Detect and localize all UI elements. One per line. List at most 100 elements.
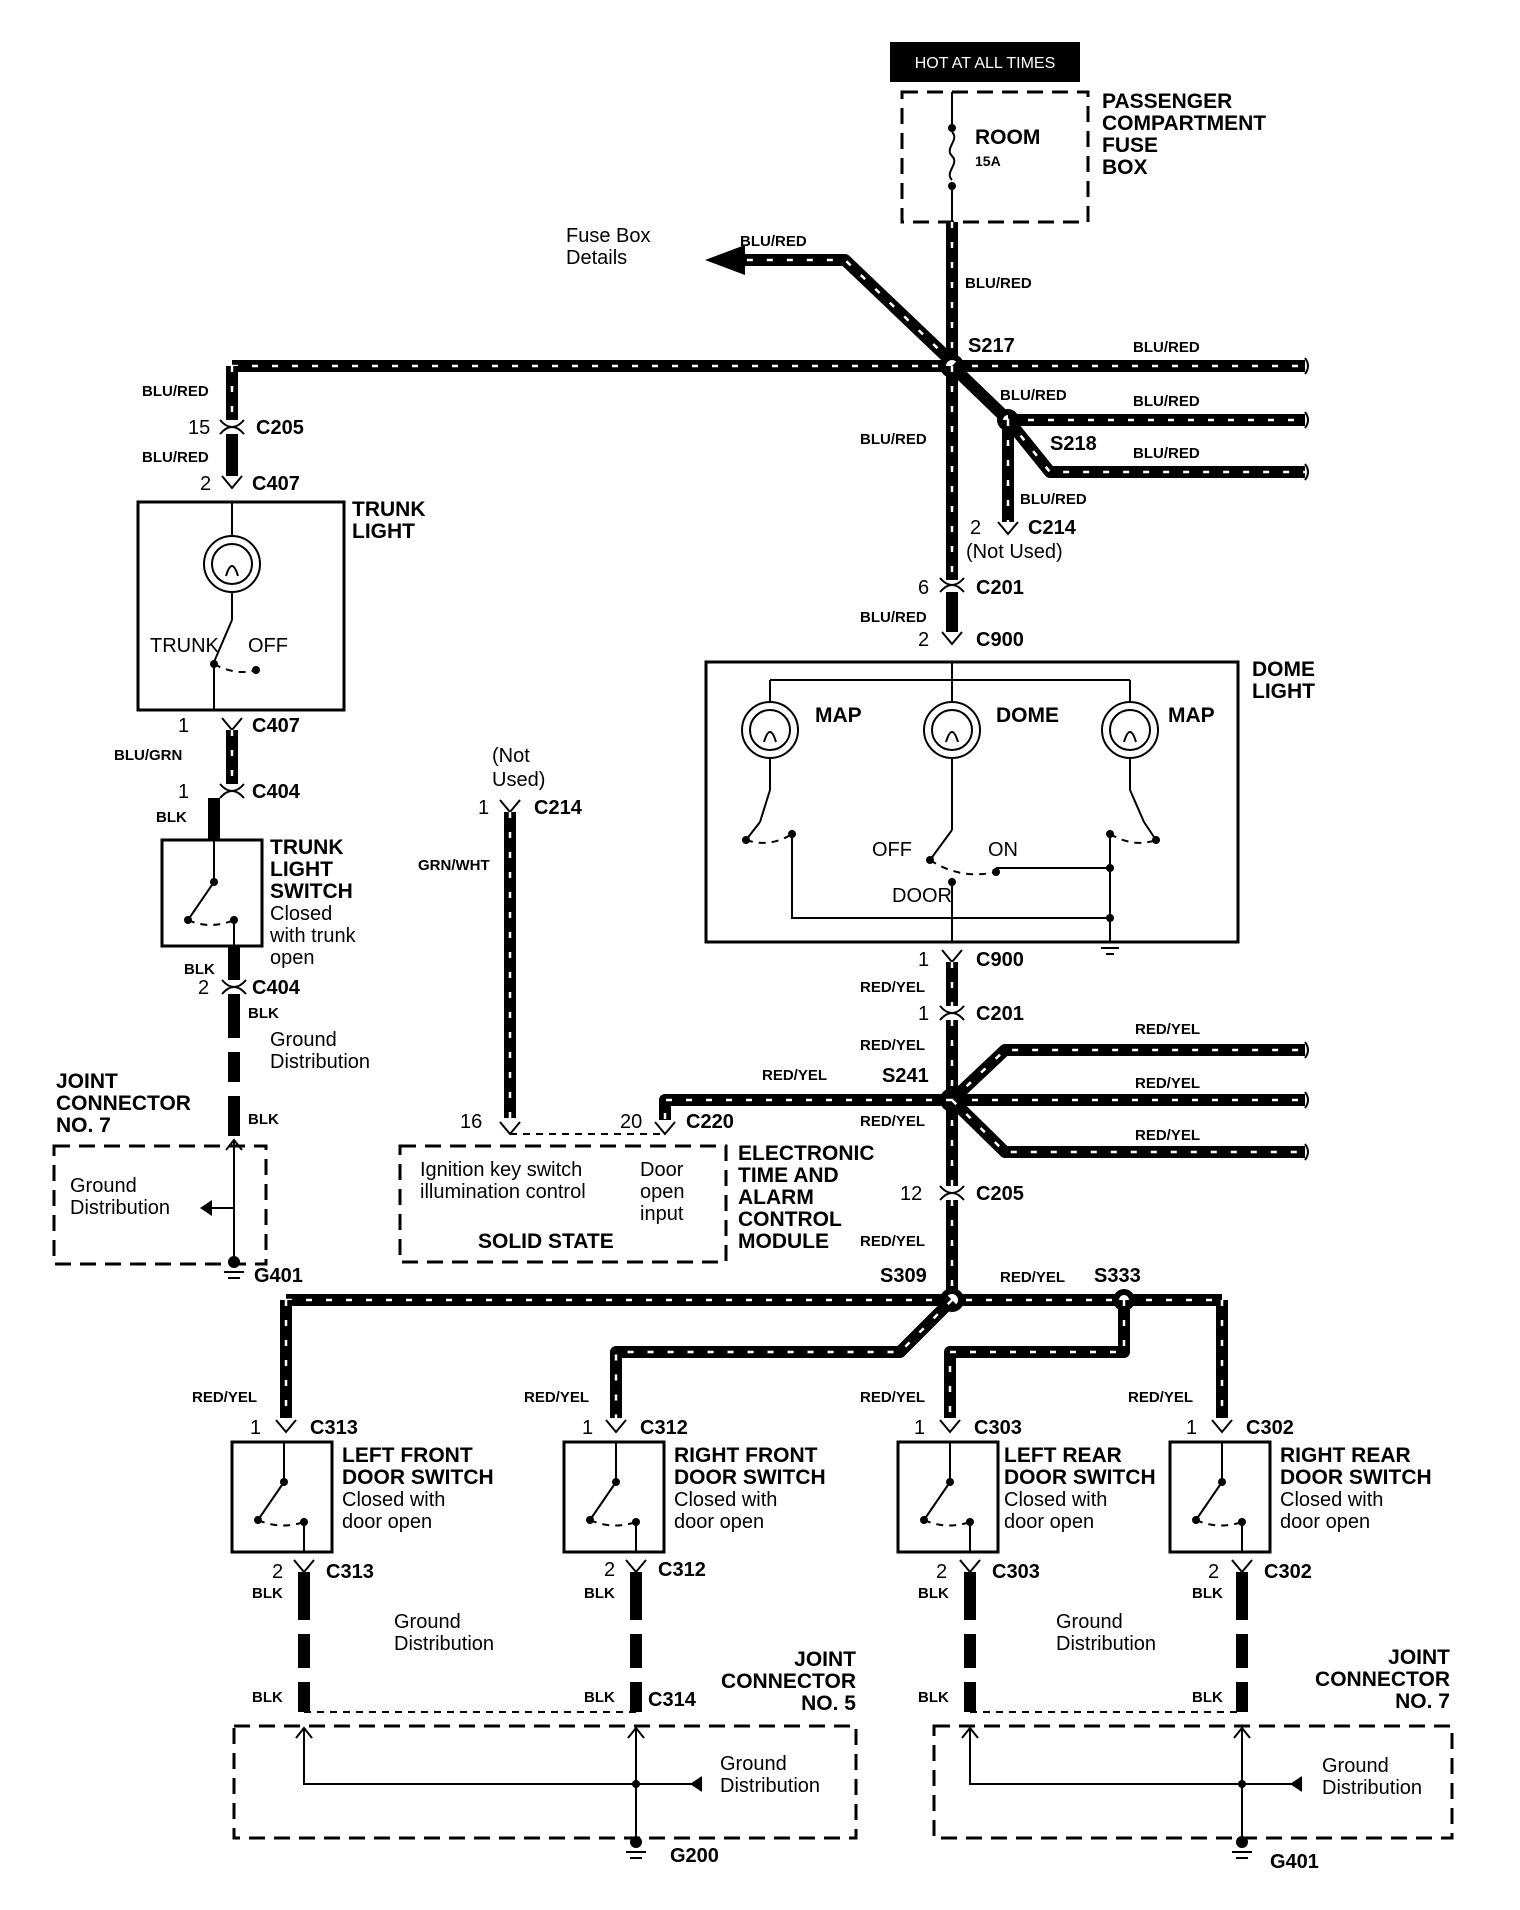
wire-label-blu-red-trunk-2: BLU/RED <box>142 449 209 466</box>
dome-light-title-1: DOME <box>1252 658 1315 681</box>
connector-label-c312-top: C312 <box>640 1417 688 1439</box>
wire-label-red-yel-rr: RED/YEL <box>1128 1389 1193 1406</box>
wire-label-red-yel-8: RED/YEL <box>860 1233 925 1250</box>
connector-label-c303-top: C303 <box>974 1417 1022 1439</box>
ground-dist-front-2: Distribution <box>394 1633 494 1655</box>
left-front-title-1: LEFT FRONT <box>342 1444 473 1467</box>
wire-label-blu-red-8: BLU/RED <box>860 431 927 448</box>
joint-connector-7-right-2: CONNECTOR <box>1315 1668 1450 1691</box>
wire-label-red-yel-4: RED/YEL <box>1135 1021 1200 1038</box>
connector-label-c302-top: C302 <box>1246 1417 1294 1439</box>
ground-dist-jc5-2: Distribution <box>720 1775 820 1797</box>
ground-dist-front-1: Ground <box>394 1611 461 1633</box>
pin-c205-top: 15 <box>188 417 210 439</box>
pin-c201-bottom: 1 <box>918 1003 929 1025</box>
etacm-door-3: input <box>640 1203 684 1225</box>
trunk-light-title-1: TRUNK <box>352 498 426 521</box>
fuse-box-title-3: FUSE <box>1102 134 1158 157</box>
wire-label-red-yel-9: RED/YEL <box>1000 1269 1065 1286</box>
ground-dist-jc7-right-1: Ground <box>1322 1755 1389 1777</box>
connector-c407-bottom <box>221 717 243 732</box>
fuse-box-outline <box>900 90 1090 224</box>
wire-label-blu-red-9: BLU/RED <box>860 609 927 626</box>
pin-c404-top: 1 <box>178 781 189 803</box>
pin-c900-bottom: 1 <box>918 949 929 971</box>
connector-c313-top <box>275 1419 297 1434</box>
left-front-title-2: DOOR SWITCH <box>342 1466 494 1489</box>
right-rear-title-1: RIGHT REAR <box>1280 1444 1411 1467</box>
trunk-switch-title-2: LIGHT <box>270 858 333 881</box>
wire-red-yel-right-front <box>610 1295 957 1418</box>
connector-label-c201-bottom: C201 <box>976 1003 1024 1025</box>
wire-label-blu-red-7: BLU/RED <box>1020 491 1087 508</box>
connector-label-c205-top: C205 <box>256 417 304 439</box>
trunk-switch-desc-1: Closed <box>270 903 332 925</box>
connector-label-c214-bottom: C214 <box>534 797 583 819</box>
wire-label-red-yel-1: RED/YEL <box>860 979 925 996</box>
pin-c214-bottom: 1 <box>478 797 489 819</box>
dome-door-label: DOOR <box>892 885 952 907</box>
pin-c214-top: 2 <box>970 517 981 539</box>
splice-label-s241: S241 <box>882 1065 929 1087</box>
connector-label-c900-top: C900 <box>976 629 1024 651</box>
connector-c900-top <box>941 631 963 646</box>
trunk-switch-title-3: SWITCH <box>270 880 353 903</box>
connector-label-c407-bottom: C407 <box>252 715 300 737</box>
connector-label-c900-bottom: C900 <box>976 949 1024 971</box>
wire-label-blu-red-5: BLU/RED <box>1133 393 1200 410</box>
pin-c900-top: 2 <box>918 629 929 651</box>
connector-label-c302-bottom: C302 <box>1264 1561 1312 1583</box>
connector-c312-top <box>605 1419 627 1434</box>
ground-dist-trunk-1: Ground <box>270 1029 337 1051</box>
joint-connector-7-right-1: JOINT <box>1388 1646 1450 1669</box>
connector-c214-bottom <box>499 799 521 814</box>
etacm-door-2: open <box>640 1181 685 1203</box>
ground-dist-trunk-2: Distribution <box>270 1051 370 1073</box>
connector-c303-bottom <box>959 1559 981 1574</box>
right-front-title-1: RIGHT FRONT <box>674 1444 818 1467</box>
break-symbol-1 <box>1304 357 1309 375</box>
wire-label-blu-red-3: BLU/RED <box>1133 339 1200 356</box>
left-front-door-switch <box>230 1440 334 1554</box>
wire-label-red-yel-3: RED/YEL <box>860 1113 925 1130</box>
connector-label-c214-top: C214 <box>1028 517 1077 539</box>
etacm-title-5: MODULE <box>738 1230 829 1253</box>
fuse-box-title-2: COMPARTMENT <box>1102 112 1266 135</box>
right-front-title-2: DOOR SWITCH <box>674 1466 826 1489</box>
connector-c205-top <box>219 419 245 428</box>
wire-label-blk-trunk-2: BLK <box>184 961 215 978</box>
etacm-solid-state: SOLID STATE <box>478 1230 614 1253</box>
fuse-terminal-top <box>948 124 956 132</box>
wire-label-red-yel-lr: RED/YEL <box>860 1389 925 1406</box>
wire-label-blu-red-6: BLU/RED <box>1133 445 1200 462</box>
joint-connector-7-left-3: NO. 7 <box>56 1114 111 1137</box>
pin-c313-top: 1 <box>250 1417 261 1439</box>
connector-label-c407-top: C407 <box>252 473 300 495</box>
connector-c313-bottom <box>293 1559 315 1574</box>
wire-label-red-yel-5: RED/YEL <box>1135 1075 1200 1092</box>
trunk-off-label: OFF <box>248 635 288 657</box>
wire-blu-red-to-s218 <box>947 361 1013 425</box>
wire-label-blu-red-1: BLU/RED <box>965 275 1032 292</box>
wire-red-yel-s241-1 <box>947 1044 1305 1105</box>
wire-label-blu-red-4: BLU/RED <box>1000 387 1067 404</box>
connector-label-c404-bottom: C404 <box>252 977 301 999</box>
wire-label-blk-lf: BLK <box>252 1585 283 1602</box>
right-rear-desc-2: door open <box>1280 1511 1370 1533</box>
break-symbol-2 <box>1304 411 1309 429</box>
pin-c214-16: 16 <box>460 1111 482 1133</box>
pin-c303-bottom: 2 <box>936 1561 947 1583</box>
etacm-title-4: CONTROL <box>738 1208 842 1231</box>
etacm-title-3: ALARM <box>738 1186 814 1209</box>
wire-label-red-yel-6: RED/YEL <box>1135 1127 1200 1144</box>
ground-label-g401-left: G401 <box>254 1265 303 1287</box>
break-symbol-5 <box>1304 1091 1309 1109</box>
splice-label-s333: S333 <box>1094 1265 1141 1287</box>
fuse-rating: 15A <box>975 153 1001 169</box>
ground-label-g401-right: G401 <box>1270 1851 1319 1873</box>
hot-at-all-times-label: HOT AT ALL TIMES <box>915 55 1056 72</box>
trunk-switch-title-1: TRUNK <box>270 836 344 859</box>
connector-label-c205-bottom: C205 <box>976 1183 1024 1205</box>
connector-label-c220: C220 <box>686 1111 734 1133</box>
